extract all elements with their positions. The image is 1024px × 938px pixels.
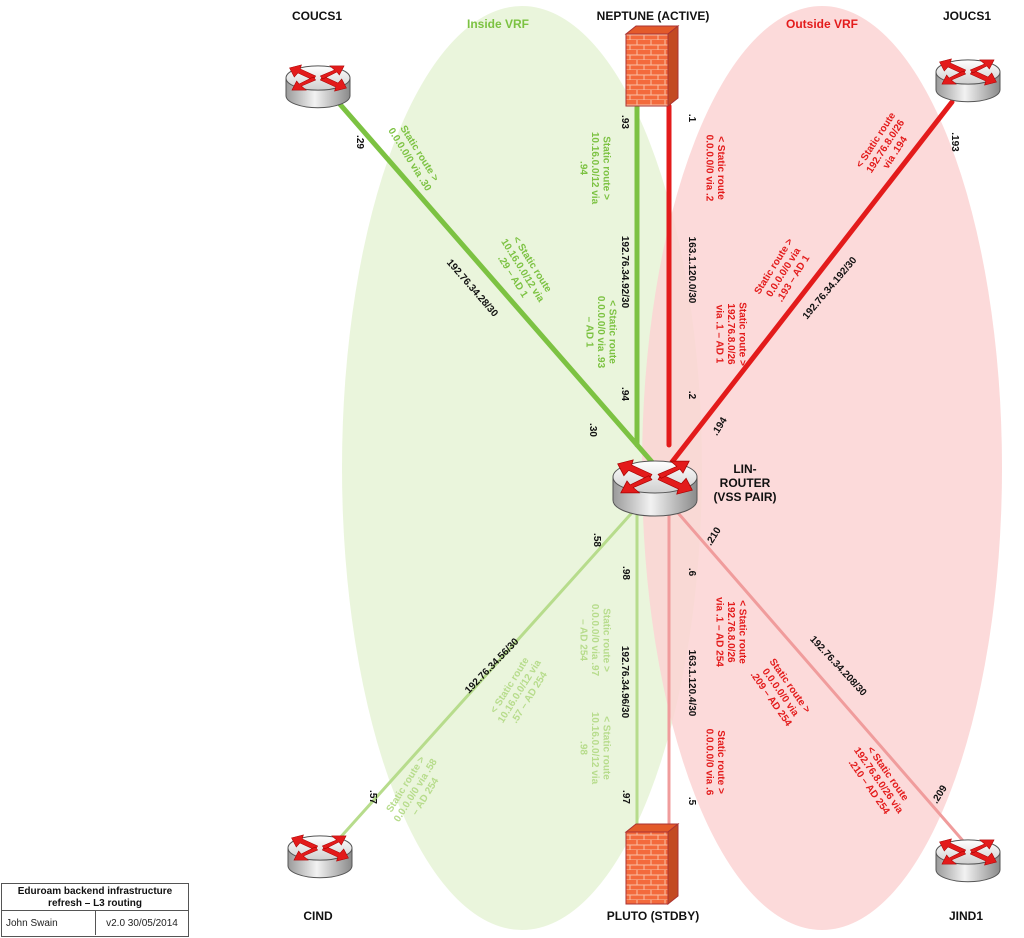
coucs1-link bbox=[335, 99, 655, 465]
pluto-out-subnet: 163.1.120.4/30 bbox=[686, 650, 697, 717]
jind1-link bbox=[670, 504, 966, 844]
route-pluto-to-inside: < Static route10.16.0.0/12 via.98 bbox=[578, 712, 612, 785]
lin-pluto-in-if: .98 bbox=[620, 566, 631, 580]
route-pluto-default: Static route >0.0.0.0/0 via .6 bbox=[703, 729, 726, 796]
route-neptune-default: < Static route0.0.0.0/0 via .2 bbox=[703, 135, 726, 202]
lin-router-label: LIN-ROUTER(VSS PAIR) bbox=[713, 462, 776, 504]
route-neptune-to-inside: Static route >10.16.0.0/12 via.94 bbox=[578, 132, 612, 205]
neptune-in-subnet: 192.76.34.92/30 bbox=[619, 236, 630, 309]
lin-coucs1-if: .30 bbox=[587, 423, 598, 437]
coucs1-router bbox=[285, 64, 351, 109]
neptune-firewall bbox=[624, 24, 680, 108]
pluto-label: PLUTO (STDBY) bbox=[607, 909, 699, 923]
cind-if: .57 bbox=[367, 790, 378, 804]
inside-vrf-label: Inside VRF bbox=[467, 17, 529, 31]
cind-router bbox=[287, 834, 353, 879]
lin-pluto-out-if: .6 bbox=[686, 568, 697, 577]
devices bbox=[285, 24, 1001, 906]
vrf-zones bbox=[342, 6, 1002, 930]
route-lin-to-pluto-in: Static route >0.0.0.0/0 via .97– AD 254 bbox=[578, 604, 612, 677]
route-lin-to-neptune-out: Static route >192.76.8.0/26via .1 – AD 1 bbox=[714, 302, 748, 366]
joucs1-label: JOUCS1 bbox=[943, 9, 991, 23]
outside-vrf-zone bbox=[642, 6, 1002, 930]
pluto-firewall bbox=[624, 822, 680, 906]
joucs1-router bbox=[935, 58, 1001, 103]
links bbox=[335, 99, 966, 844]
outside-vrf-label: Outside VRF bbox=[786, 17, 858, 31]
joucs1-link bbox=[669, 99, 955, 465]
lin-neptune-in-if: .94 bbox=[619, 387, 630, 401]
title-block-meta: John Swain v2.0 30/05/2014 bbox=[2, 911, 188, 935]
cind-label: CIND bbox=[303, 909, 333, 923]
title-line-1: Eduroam backend infrastructure bbox=[17, 886, 173, 897]
route-lin-to-neptune-in: < Static route0.0.0.0/0 via .93– AD 1 bbox=[584, 296, 618, 369]
jind1-label: JIND1 bbox=[949, 909, 983, 923]
lin-neptune-out-if: .2 bbox=[686, 391, 697, 400]
route-lin-to-joucs1: Static route >0.0.0.0/0 via.193 – AD 1 bbox=[753, 237, 816, 309]
title-block: Eduroam backend infrastructure refresh –… bbox=[1, 883, 189, 937]
title-line-2: refresh – L3 routing bbox=[48, 898, 142, 909]
pluto-in-subnet: 192.76.34.96/30 bbox=[619, 646, 630, 719]
jind1-router bbox=[935, 838, 1001, 883]
pluto-out-if: .5 bbox=[686, 797, 697, 806]
neptune-out-if: .1 bbox=[686, 114, 697, 123]
joucs1-if: .193 bbox=[949, 132, 960, 152]
lin-router bbox=[612, 459, 698, 517]
neptune-out-subnet: 163.1.120.0/30 bbox=[686, 237, 697, 304]
neptune-in-if: .93 bbox=[619, 115, 630, 129]
inside-vrf-zone bbox=[342, 6, 702, 930]
coucs1-if: .29 bbox=[354, 135, 365, 149]
neptune-label: NEPTUNE (ACTIVE) bbox=[597, 9, 710, 23]
coucs1-label: COUCS1 bbox=[292, 9, 342, 23]
title-block-title: Eduroam backend infrastructure refresh –… bbox=[2, 884, 188, 911]
title-block-author: John Swain bbox=[2, 911, 96, 935]
title-block-version: v2.0 30/05/2014 bbox=[106, 917, 178, 929]
lin-cind-if: .58 bbox=[591, 533, 602, 547]
pluto-in-if: .97 bbox=[620, 790, 631, 804]
cind-link bbox=[336, 504, 640, 842]
route-lin-to-pluto-out: < Static route192.76.8.0/26via .1 – AD 2… bbox=[714, 597, 748, 667]
